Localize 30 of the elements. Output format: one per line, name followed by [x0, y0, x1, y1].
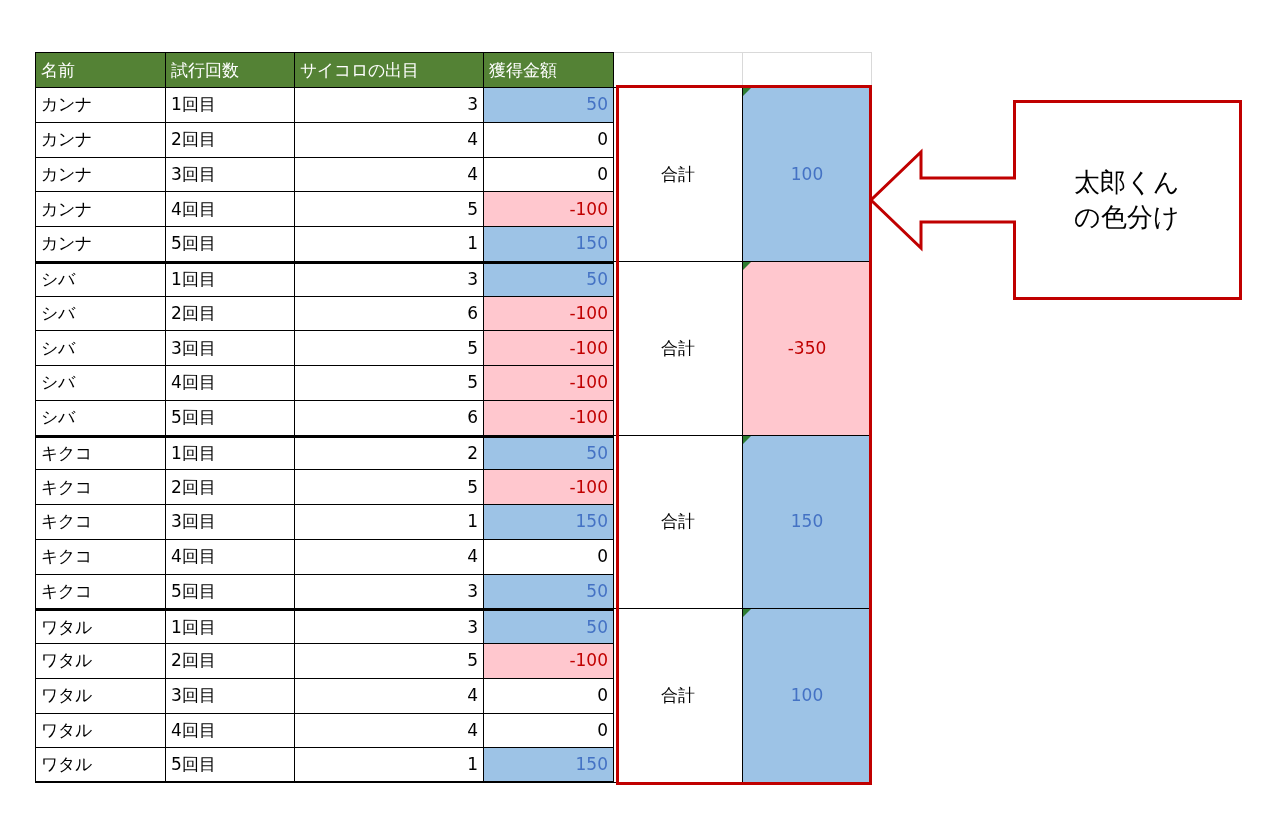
table-cell: 150: [483, 747, 614, 783]
table-cell: -100: [483, 330, 614, 366]
table-cell: 100: [742, 87, 872, 262]
table-cell: 150: [483, 226, 614, 262]
header-cell: サイコロの出目: [294, 52, 484, 88]
table-cell: -100: [483, 469, 614, 505]
table-cell: 50: [483, 573, 614, 610]
table-cell: ワタル: [35, 608, 166, 644]
table-cell: 50: [483, 434, 614, 471]
table-cell: -100: [483, 295, 614, 332]
table-cell: シバ: [35, 260, 166, 297]
header-cell: 名前: [35, 52, 166, 88]
table-cell: 50: [483, 260, 614, 297]
table-cell: -100: [483, 399, 614, 436]
table-cell: 150: [742, 434, 872, 610]
highlight-frame: [616, 85, 872, 785]
table-cell: -100: [483, 191, 614, 227]
table-cell: 50: [483, 608, 614, 644]
table-cell: 100: [742, 608, 872, 783]
table-cell: -100: [483, 365, 614, 401]
table-cell: 50: [483, 87, 614, 123]
header-cell: 獲得金額: [483, 52, 614, 88]
header-cell: 試行回数: [165, 52, 295, 88]
table-cell: キクコ: [35, 434, 166, 471]
callout-text: 太郎くんの色分け: [1073, 165, 1182, 234]
table-cell: -350: [742, 260, 872, 436]
table-cell: -100: [483, 643, 614, 679]
table-cell: 150: [483, 504, 614, 540]
callout-box: [1013, 100, 1242, 300]
table-cell: ワタル: [35, 747, 166, 783]
